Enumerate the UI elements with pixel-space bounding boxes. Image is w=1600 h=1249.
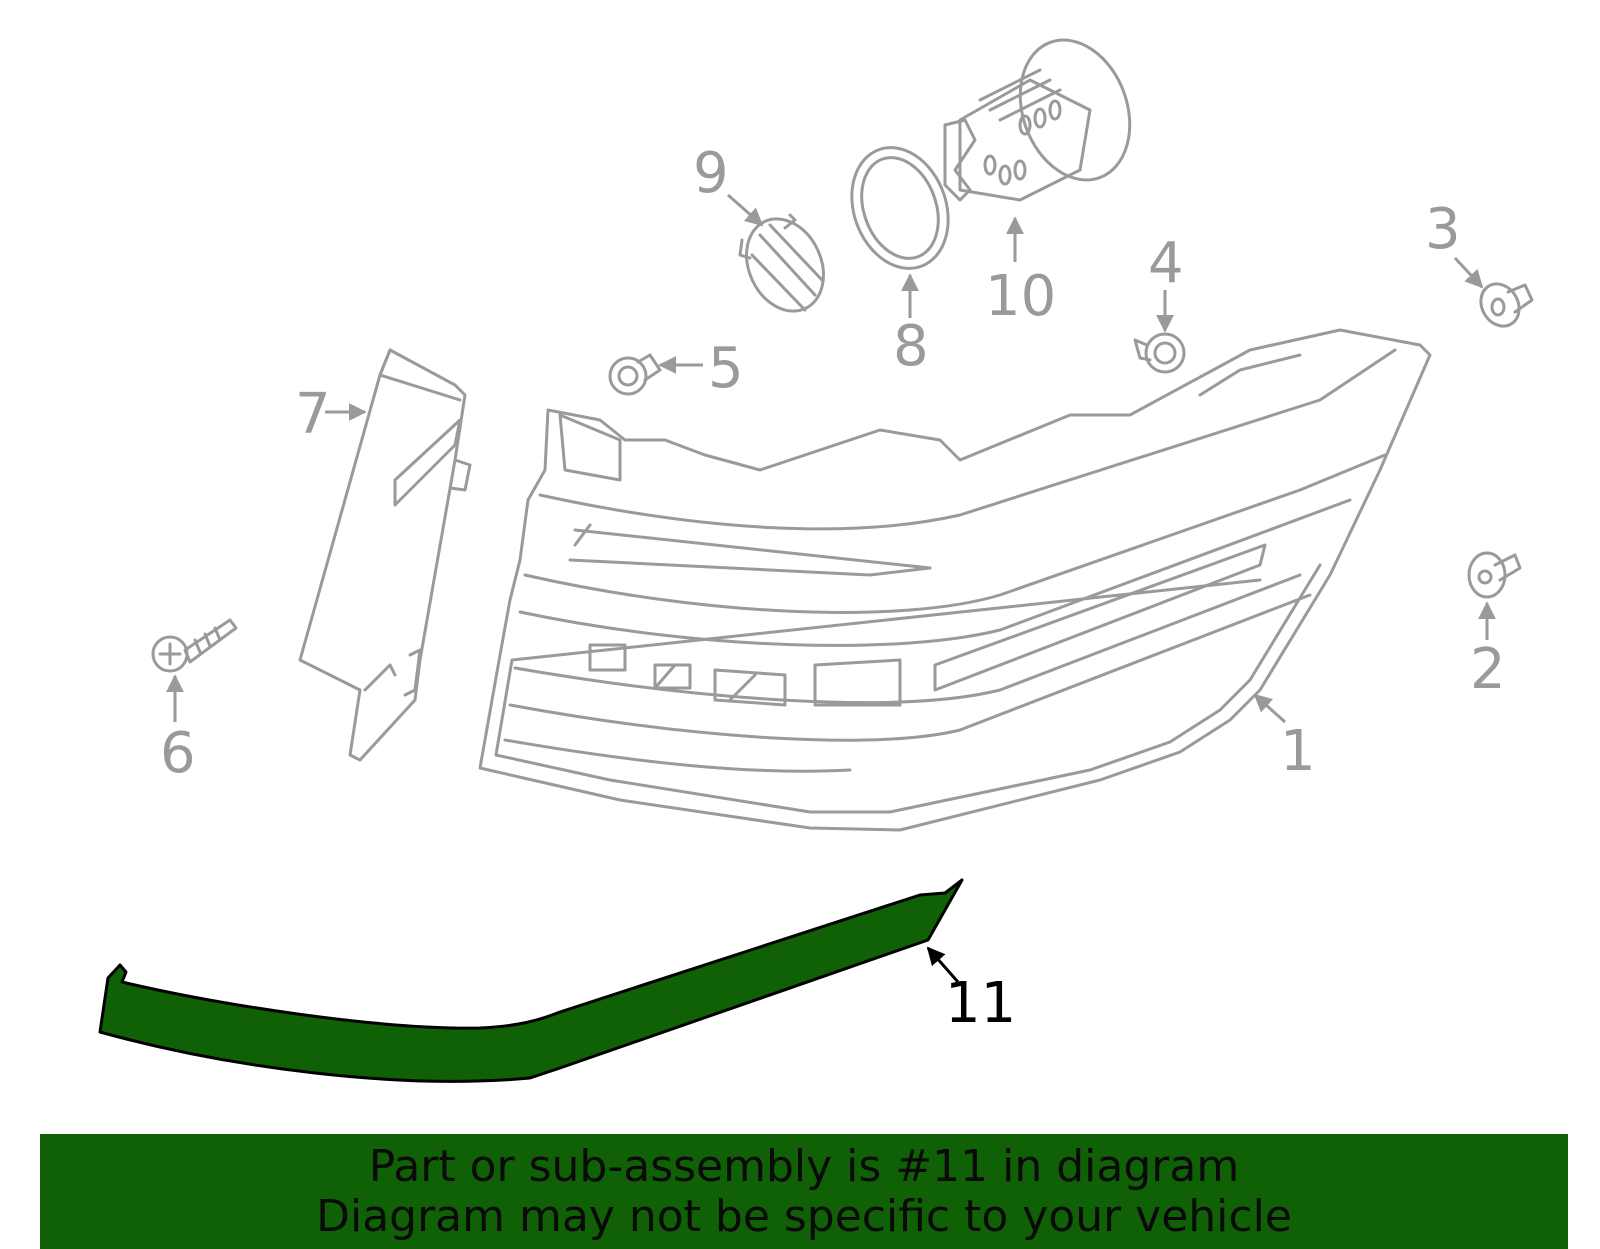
part-5-nut: [608, 353, 662, 396]
callout-8: 8: [893, 314, 929, 379]
part-1-tail-lamp: [478, 328, 1432, 832]
callout-6: 6: [160, 721, 196, 786]
leader-3: [1453, 256, 1484, 289]
part-4-grommet: [1133, 332, 1186, 374]
callout-2: 2: [1470, 637, 1506, 702]
callout-labels: 1 2 3 4 5 6 7 8 9 10 11: [160, 141, 1506, 1036]
part-6-screw: [151, 618, 238, 673]
leader-1: [1253, 693, 1287, 724]
leader-9: [727, 193, 764, 227]
callout-10: 10: [985, 264, 1056, 329]
banner-line-1: Part or sub-assembly is #11 in diagram: [368, 1141, 1240, 1192]
part-7-bracket: [298, 348, 472, 762]
callout-5: 5: [708, 336, 744, 401]
part-2-clip: [1467, 551, 1522, 599]
banner-line-2: Diagram may not be specific to your vehi…: [316, 1191, 1292, 1242]
leader-11: [926, 946, 960, 983]
part-11-trim-strip: [98, 878, 964, 1083]
leader-lines: [166, 193, 1496, 983]
part-3-clip: [1479, 282, 1534, 328]
part-10-bulb-socket: [943, 38, 1132, 202]
part-8-gasket: [850, 146, 950, 270]
part-11-shape: [98, 878, 964, 1083]
part-9-socket-cover: [738, 213, 825, 313]
callout-4: 4: [1148, 231, 1184, 296]
part-info-banner: Part or sub-assembly is #11 in diagram D…: [40, 1134, 1568, 1249]
callout-1: 1: [1280, 719, 1316, 784]
callout-11: 11: [945, 971, 1016, 1036]
callout-9: 9: [693, 141, 729, 206]
callout-3: 3: [1425, 197, 1461, 262]
callout-7: 7: [295, 382, 331, 447]
